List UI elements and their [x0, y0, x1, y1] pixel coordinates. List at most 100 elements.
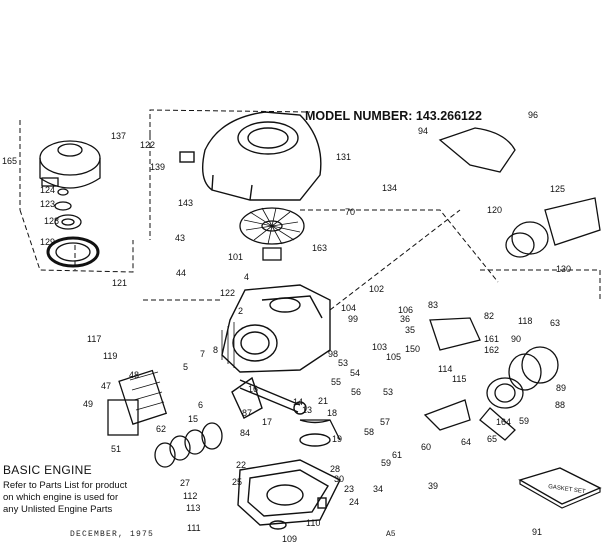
- callout-number: 58: [364, 427, 374, 437]
- callout-number: 15: [188, 414, 198, 424]
- engine-base: [237, 459, 341, 530]
- callout-number: 139: [150, 162, 165, 172]
- recoil-starter-assembly: [39, 140, 101, 268]
- callout-number: 125: [550, 184, 565, 194]
- dashed-group-outlines: [19, 109, 601, 311]
- footer-date: DECEMBER, 1975: [70, 530, 155, 539]
- callout-number: 8: [213, 345, 218, 355]
- callout-number: 161: [484, 334, 499, 344]
- callout-number: 30: [334, 474, 344, 484]
- callout-number: 87: [242, 408, 252, 418]
- footer-code: A5: [386, 530, 396, 539]
- callout-number: 122: [140, 140, 155, 150]
- callout-number: 24: [349, 497, 359, 507]
- caption-body: Refer to Parts List for product on which…: [3, 480, 128, 515]
- model-number-heading: MODEL NUMBER: 143.266122: [305, 109, 482, 123]
- callout-number: 123: [40, 199, 55, 209]
- callout-number: 17: [262, 417, 272, 427]
- callout-number: 53: [338, 358, 348, 368]
- callout-number: 23: [344, 484, 354, 494]
- callout-number: 119: [103, 351, 117, 361]
- callout-number: 49: [83, 399, 93, 409]
- callout-number: 124: [40, 185, 55, 195]
- callout-number: 111: [187, 523, 201, 533]
- gasket-set-label: GASKET SET: [548, 484, 586, 495]
- callout-number: 113: [186, 503, 200, 513]
- callout-number: 19: [332, 434, 342, 444]
- callout-number: 51: [111, 444, 121, 454]
- callout-number: 115: [452, 374, 466, 384]
- callout-number: 53: [383, 387, 393, 397]
- callout-number: 128: [44, 216, 59, 226]
- callout-number: 16: [248, 384, 258, 394]
- callout-number: 82: [484, 311, 494, 321]
- callout-number: 162: [484, 345, 499, 355]
- callout-number: 39: [428, 481, 438, 491]
- callout-number: 130: [556, 264, 571, 274]
- callout-number: 54: [350, 368, 360, 378]
- callout-number: 121: [112, 278, 127, 288]
- callout-number: 28: [330, 464, 340, 474]
- callout-number: 55: [331, 377, 341, 387]
- callout-number: 63: [550, 318, 560, 328]
- flywheel: [239, 207, 305, 261]
- callout-number: 34: [373, 484, 383, 494]
- piston-rings: [107, 369, 223, 468]
- callout-number: 163: [312, 243, 327, 253]
- callout-number: 44: [176, 268, 186, 278]
- callout-number: 98: [328, 349, 338, 359]
- caption-title: BASIC ENGINE: [3, 463, 92, 477]
- callout-number: 4: [244, 272, 249, 282]
- callout-number: 5: [183, 362, 188, 372]
- callout-number: 137: [111, 131, 126, 141]
- callout-number: 143: [178, 198, 193, 208]
- callout-number: 109: [282, 534, 297, 544]
- callout-number: 21: [318, 396, 328, 406]
- callout-number: 101: [228, 252, 243, 262]
- callout-number: 106: [398, 305, 413, 315]
- callout-number: 2: [238, 306, 243, 316]
- callout-number: 99: [348, 314, 358, 324]
- callout-number: 70: [345, 207, 355, 217]
- blower-housing: [179, 111, 322, 201]
- callout-number: 150: [405, 344, 420, 354]
- callout-number: 57: [380, 417, 390, 427]
- gasket-set-package: GASKET SET: [518, 467, 602, 509]
- callout-number: 25: [232, 477, 242, 487]
- callout-number: 102: [369, 284, 384, 294]
- callout-number: 22: [236, 460, 246, 470]
- callout-number: 14: [293, 397, 303, 407]
- callout-number: 18: [327, 408, 337, 418]
- callout-number: 84: [240, 428, 250, 438]
- callout-number: 62: [156, 424, 166, 434]
- callout-number: 65: [487, 434, 497, 444]
- callout-number: 105: [386, 352, 401, 362]
- callout-number: 114: [438, 364, 452, 374]
- callout-number: 118: [518, 316, 532, 326]
- callout-labels: 1371651241231281291221391431311347096941…: [2, 110, 571, 544]
- callout-number: 94: [418, 126, 428, 136]
- callout-number: 88: [555, 400, 565, 410]
- callout-number: 59: [381, 458, 391, 468]
- callout-number: 131: [336, 152, 351, 162]
- callout-number: 120: [487, 205, 502, 215]
- callout-number: 110: [306, 518, 320, 528]
- callout-number: 104: [341, 303, 356, 313]
- carburetor-and-air-cleaner: [300, 127, 601, 441]
- callout-number: 64: [461, 437, 471, 447]
- callout-number: 129: [40, 237, 55, 247]
- callout-number: 7: [200, 349, 205, 359]
- callout-number: 48: [129, 370, 139, 380]
- callout-number: 13: [302, 405, 312, 415]
- callout-number: 90: [511, 334, 521, 344]
- callout-number: 112: [183, 491, 197, 501]
- callout-number: 103: [372, 342, 387, 352]
- callout-number: 164: [496, 417, 511, 427]
- callout-number: 27: [180, 478, 190, 488]
- callout-number: 96: [528, 110, 538, 120]
- callout-number: 60: [421, 442, 431, 452]
- callout-number: 43: [175, 233, 185, 243]
- callout-number: 36: [400, 314, 410, 324]
- callout-number: 117: [87, 334, 101, 344]
